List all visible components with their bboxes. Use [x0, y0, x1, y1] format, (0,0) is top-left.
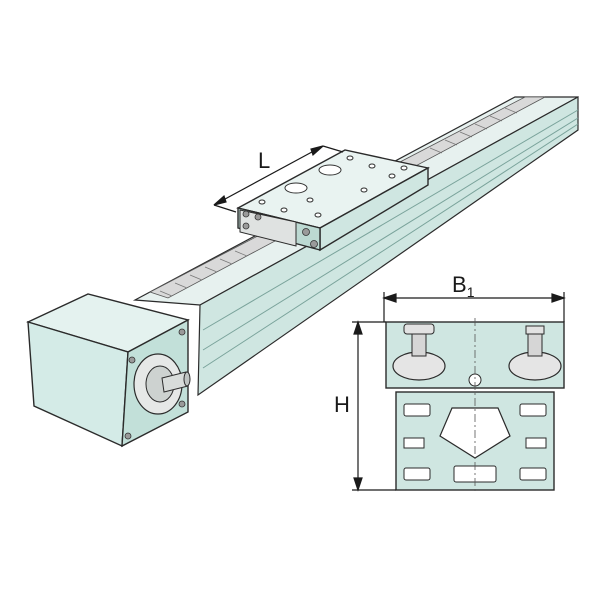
carriage-screws: [242, 210, 318, 248]
motor-screws: [124, 328, 186, 440]
width-label: B1: [452, 272, 475, 300]
roller-right: [508, 325, 562, 381]
dimension-length: [213, 145, 344, 213]
gear-motor: [26, 293, 191, 448]
roller-left: [392, 323, 446, 381]
height-label: H: [334, 392, 350, 417]
dimension-width: [382, 292, 566, 322]
carriage-holes: [258, 155, 408, 218]
cross-section: [385, 318, 565, 494]
carriage: [236, 149, 430, 252]
dimension-height: [352, 320, 396, 492]
length-label: L: [258, 148, 270, 173]
